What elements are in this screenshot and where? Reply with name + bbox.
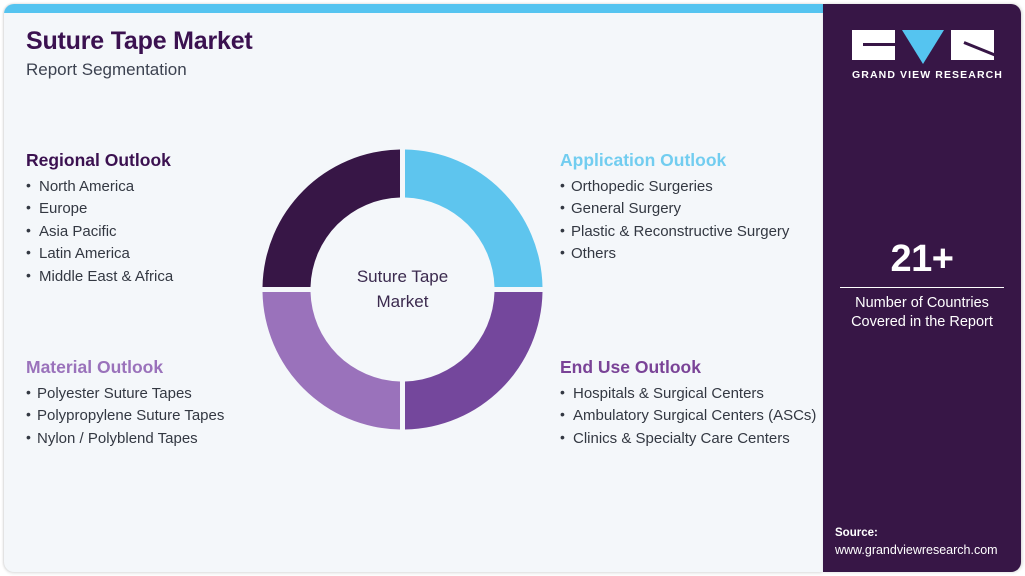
list-application: Orthopedic Surgeries General Surgery Pla… xyxy=(560,175,810,266)
top-accent-bar xyxy=(4,4,823,13)
list-item: Europe xyxy=(26,197,266,221)
page-subtitle: Report Segmentation xyxy=(26,60,187,79)
source-block: Source: www.grandviewresearch.com xyxy=(835,525,1015,559)
stat-caption-line1: Number of Countries xyxy=(855,294,989,311)
block-title-enduse: End Use Outlook xyxy=(560,357,701,377)
list-item: Polypropylene Suture Tapes xyxy=(26,404,276,428)
list-enduse: Hospitals & Surgical Centers Ambulatory … xyxy=(560,382,822,451)
list-item: Asia Pacific xyxy=(26,220,266,244)
gvr-logo: GRAND VIEW RESEARCH xyxy=(852,30,1003,81)
stat-divider xyxy=(840,286,1004,288)
logo-v-triangle-icon xyxy=(902,30,944,64)
source-label: Source: xyxy=(835,527,878,539)
donut-center-line1: Suture Tape xyxy=(356,266,449,286)
list-item: North America xyxy=(26,175,266,199)
page-title: Suture Tape Market xyxy=(26,27,253,55)
source-url[interactable]: www.grandviewresearch.com xyxy=(835,542,998,557)
content-panel: Suture Tape Market Report Segmentation R… xyxy=(4,4,823,572)
donut-segment-enduse xyxy=(405,292,543,430)
list-item: General Surgery xyxy=(560,197,810,221)
outlook-block-regional: Regional Outlook North America Europe As… xyxy=(26,150,266,288)
country-stat: 21+ Number of Countries Covered in the R… xyxy=(835,238,1009,332)
list-regional: North America Europe Asia Pacific Latin … xyxy=(26,175,266,289)
outlook-block-application: Application Outlook Orthopedic Surgeries… xyxy=(560,150,810,266)
donut-chart: Suture Tape Market xyxy=(262,149,543,430)
list-item: Nylon / Polyblend Tapes xyxy=(26,427,276,451)
list-item: Ambulatory Surgical Centers (ASCs) xyxy=(560,404,822,428)
list-item: Latin America xyxy=(26,242,266,266)
logo-r-icon xyxy=(951,30,994,60)
logo-g-icon xyxy=(852,30,895,60)
donut-center-label: Suture Tape Market xyxy=(262,149,543,430)
block-title-material: Material Outlook xyxy=(26,357,164,377)
stat-caption-line2: Covered in the Report xyxy=(851,313,993,330)
donut-segment-application xyxy=(405,149,543,287)
list-item: Plastic & Reconstructive Surgery xyxy=(560,220,810,244)
block-title-application: Application Outlook xyxy=(560,150,727,170)
donut-segment-material xyxy=(262,292,400,430)
stat-caption: Number of Countries Covered in the Repor… xyxy=(835,294,1009,332)
list-material: Polyester Suture Tapes Polypropylene Sut… xyxy=(26,382,276,451)
list-item: Orthopedic Surgeries xyxy=(560,175,810,199)
outlook-block-enduse: End Use Outlook Hospitals & Surgical Cen… xyxy=(560,357,822,450)
donut-segment-regional xyxy=(262,149,400,287)
logo-marks xyxy=(852,30,994,64)
list-item: Middle East & Africa xyxy=(26,265,266,289)
donut-svg xyxy=(262,149,543,430)
block-title-regional: Regional Outlook xyxy=(26,150,171,170)
brand-sidebar: GRAND VIEW RESEARCH 21+ Number of Countr… xyxy=(823,4,1021,572)
header: Suture Tape Market Report Segmentation xyxy=(26,26,626,80)
list-item: Polyester Suture Tapes xyxy=(26,382,276,406)
logo-wordmark: GRAND VIEW RESEARCH xyxy=(852,69,1003,81)
list-item: Others xyxy=(560,242,810,266)
list-item: Hospitals & Surgical Centers xyxy=(560,382,822,406)
list-item: Clinics & Specialty Care Centers xyxy=(560,427,822,451)
outlook-block-material: Material Outlook Polyester Suture Tapes … xyxy=(26,357,276,450)
stat-value: 21+ xyxy=(890,238,954,280)
donut-center-line2: Market xyxy=(376,291,429,311)
